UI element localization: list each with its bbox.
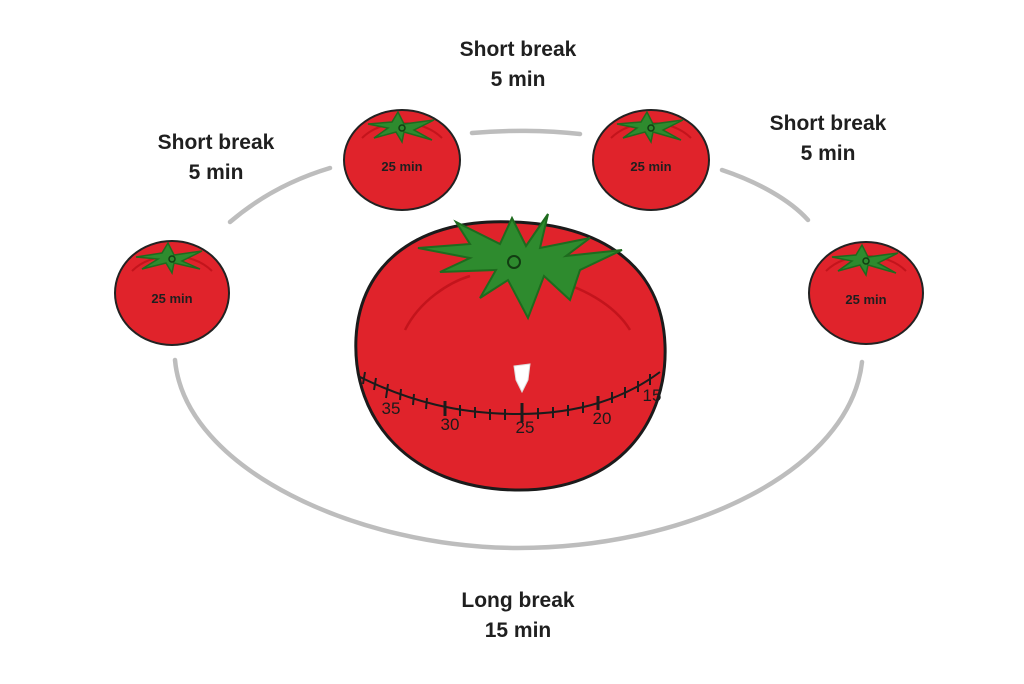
tomato-timer-icon: 35 30 25 20 15 bbox=[354, 213, 667, 492]
break-title: Long break bbox=[461, 589, 575, 612]
dial-number: 15 bbox=[643, 386, 662, 405]
timer-pointer bbox=[513, 363, 531, 394]
tomato-label: 25 min bbox=[381, 159, 422, 174]
break-title: Short break bbox=[157, 131, 275, 154]
break-title: Short break bbox=[769, 112, 887, 135]
tomato-label: 25 min bbox=[630, 159, 671, 174]
break-duration: 5 min bbox=[800, 142, 856, 165]
timer-leaves bbox=[417, 213, 623, 321]
dial-number: 35 bbox=[382, 399, 401, 418]
short-break-label-left: Short break 5 min bbox=[106, 128, 326, 188]
cycle-path bbox=[172, 128, 865, 551]
dial-number: 30 bbox=[441, 415, 460, 434]
dial-number: 25 bbox=[516, 418, 535, 437]
tomato-label: 25 min bbox=[151, 291, 192, 306]
cycle-segment-top-right bbox=[719, 167, 811, 223]
short-break-label-top: Short break 5 min bbox=[408, 35, 628, 95]
tomato-icon-work-left: 25 min bbox=[114, 240, 230, 346]
cycle-segment-bottom bbox=[172, 357, 865, 551]
timer-dial-ticks bbox=[362, 371, 651, 422]
tomato-label: 25 min bbox=[845, 292, 886, 307]
break-duration: 5 min bbox=[188, 161, 244, 184]
break-duration: 15 min bbox=[484, 619, 552, 642]
break-title: Short break bbox=[459, 38, 577, 61]
short-break-label-right: Short break 5 min bbox=[718, 109, 938, 169]
cycle-segment-top-middle bbox=[469, 128, 583, 137]
tomato-icon-work-right: 25 min bbox=[808, 241, 924, 345]
break-duration: 5 min bbox=[490, 68, 546, 91]
timer-dial-numbers: 35 30 25 20 15 bbox=[382, 386, 662, 437]
tomato-icon-work-top-right: 25 min bbox=[592, 109, 710, 211]
long-break-label: Long break 15 min bbox=[408, 586, 628, 646]
cycle-segment-top-left bbox=[227, 165, 333, 225]
dial-number: 20 bbox=[593, 409, 612, 428]
tomato-icon-work-top-left: 25 min bbox=[343, 109, 461, 211]
